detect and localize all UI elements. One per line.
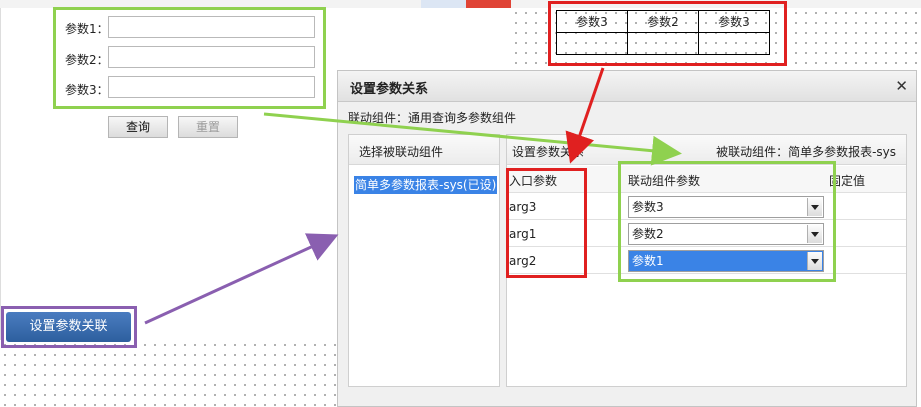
target-list-item[interactable]: 简单多参数报表-sys(已设) [354, 176, 497, 194]
report-table-highlight [548, 1, 787, 66]
design-grid-right [917, 70, 921, 407]
top-blue-tab [421, 0, 466, 8]
relation-row: arg2 参数1 [507, 247, 906, 274]
report-header-cell: 参数2 [627, 10, 699, 33]
set-relation-highlight [1, 306, 137, 348]
purple-arrow [144, 233, 339, 325]
report-cell [556, 32, 628, 55]
reset-button[interactable]: 重置 [178, 116, 238, 138]
param3-label: 参数3： [65, 83, 109, 97]
chevron-down-icon[interactable] [807, 198, 822, 216]
linked-param-value: 参数2 [632, 227, 664, 241]
linked-param-select[interactable]: 参数3 [628, 196, 824, 218]
param1-label: 参数1： [65, 22, 109, 36]
canvas-divider [0, 8, 1, 340]
report-cell [698, 32, 770, 55]
linked-component-label: 联动组件：通用查询多参数组件 [348, 111, 517, 125]
query-form-highlight [53, 7, 326, 109]
grid-header: 入口参数 联动组件参数 固定值 [507, 166, 906, 193]
top-red-tab [466, 0, 511, 8]
chevron-down-icon[interactable] [807, 225, 822, 243]
entry-param-value: arg2 [509, 254, 537, 268]
param2-input[interactable] [108, 46, 315, 68]
close-icon[interactable]: ✕ [895, 77, 908, 95]
report-table: 参数3 参数2 参数3 [556, 10, 770, 55]
chevron-down-icon[interactable] [807, 252, 822, 270]
entry-params-highlight [506, 168, 587, 278]
set-relation-button[interactable]: 设置参数关联 [6, 312, 131, 342]
dialog-titlebar: 设置参数关系 ✕ [338, 71, 916, 102]
linked-param-value: 参数1 [632, 254, 664, 268]
param1-input[interactable] [108, 16, 315, 38]
left-panel-title: 选择被联动组件 [359, 145, 444, 159]
left-panel-header: 选择被联动组件 [349, 135, 499, 165]
linked-params-highlight [618, 161, 836, 282]
parameter-relation-dialog: 设置参数关系 ✕ 联动组件：通用查询多参数组件 选择被联动组件 简单多参数报表-… [337, 70, 917, 407]
report-header-cell: 参数3 [698, 10, 770, 33]
column-fixed-value: 固定值 [829, 174, 866, 188]
column-linked-param: 联动组件参数 [628, 174, 701, 188]
relation-row: arg1 参数2 [507, 220, 906, 247]
column-entry-param: 入口参数 [509, 174, 558, 188]
report-cell [627, 32, 699, 55]
query-button[interactable]: 查询 [108, 116, 168, 138]
entry-param-value: arg1 [509, 227, 537, 241]
entry-param-value: arg3 [509, 200, 537, 214]
target-component-label: 被联动组件：简单多参数报表-sys [716, 145, 896, 159]
linked-target-panel: 选择被联动组件 简单多参数报表-sys(已设) [348, 134, 500, 387]
relation-row: arg3 参数3 [507, 193, 906, 220]
linked-param-select[interactable]: 参数1 [628, 250, 824, 272]
right-panel-title: 设置参数关系 [512, 145, 585, 159]
dialog-title: 设置参数关系 [350, 82, 429, 97]
param2-label: 参数2： [65, 53, 109, 67]
linked-param-value: 参数3 [632, 200, 664, 214]
linked-param-select[interactable]: 参数2 [628, 223, 824, 245]
design-grid-bottom [0, 340, 337, 407]
param3-input[interactable] [108, 76, 315, 98]
report-header-cell: 参数3 [556, 10, 628, 33]
